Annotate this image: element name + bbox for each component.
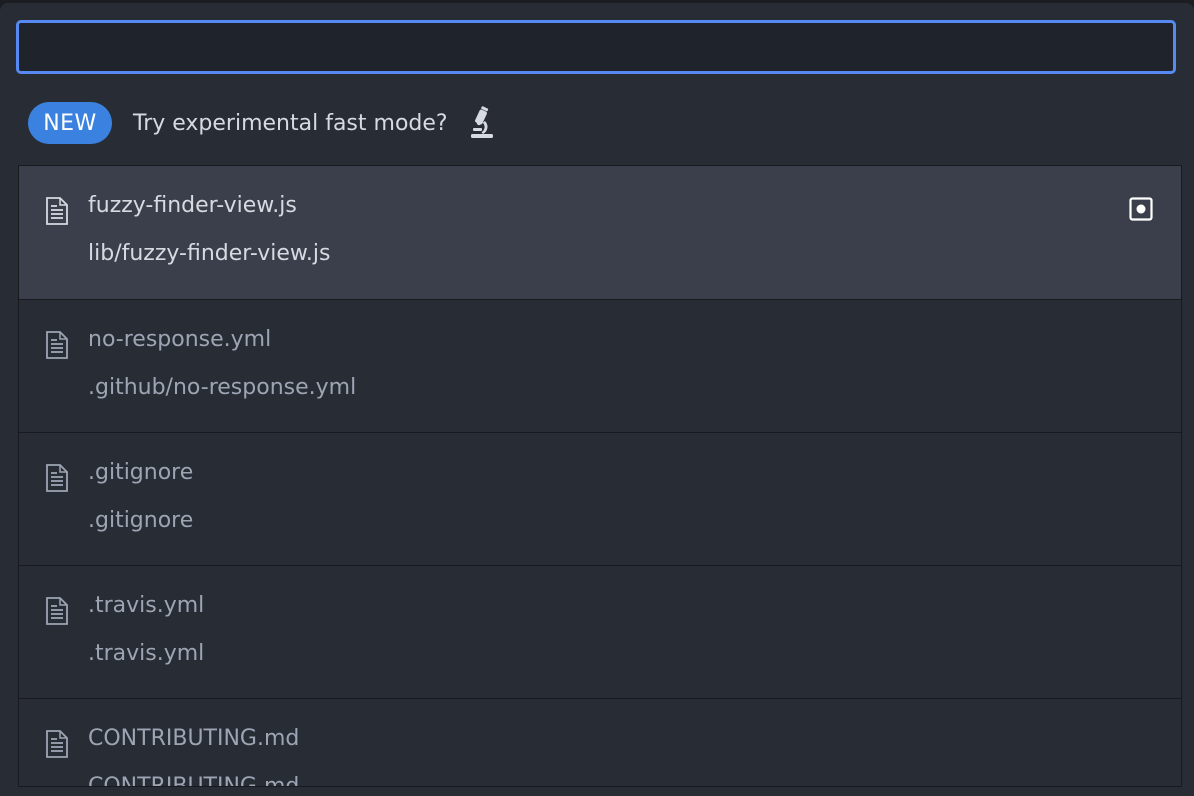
file-text-icon: [46, 464, 68, 492]
file-name: .travis.yml: [88, 593, 205, 618]
fuzzy-finder-panel: NEW Try experimental fast mode?: [0, 3, 1194, 796]
file-path: .github/no-response.yml: [88, 375, 357, 400]
list-item[interactable]: CONTRIBUTING.md CONTRIBUTING.md: [19, 699, 1181, 787]
modified-status-icon: [1129, 197, 1153, 221]
file-path: lib/fuzzy-finder-view.js: [88, 241, 331, 266]
file-text-icon: [46, 730, 68, 758]
file-text-icon: [46, 597, 68, 625]
fast-mode-promo: NEW Try experimental fast mode?: [28, 102, 496, 144]
file-name: .gitignore: [88, 460, 194, 485]
list-item[interactable]: .travis.yml .travis.yml: [19, 566, 1181, 699]
file-name: no-response.yml: [88, 327, 272, 352]
results-list: fuzzy-finder-view.js lib/fuzzy-finder-vi…: [18, 165, 1182, 787]
file-path: .travis.yml: [88, 641, 205, 666]
search-input[interactable]: [16, 20, 1176, 74]
file-name: fuzzy-finder-view.js: [88, 193, 297, 218]
file-path: .gitignore: [88, 508, 194, 533]
list-item[interactable]: no-response.yml .github/no-response.yml: [19, 300, 1181, 433]
file-text-icon: [46, 331, 68, 359]
list-item[interactable]: .gitignore .gitignore: [19, 433, 1181, 566]
file-name: CONTRIBUTING.md: [88, 726, 300, 751]
fast-mode-link[interactable]: Try experimental fast mode?: [133, 110, 448, 136]
file-text-icon: [46, 197, 68, 225]
new-badge: NEW: [28, 102, 112, 144]
list-item[interactable]: fuzzy-finder-view.js lib/fuzzy-finder-vi…: [19, 166, 1181, 300]
file-path: CONTRIBUTING.md: [88, 774, 300, 787]
microscope-icon: [468, 106, 496, 140]
